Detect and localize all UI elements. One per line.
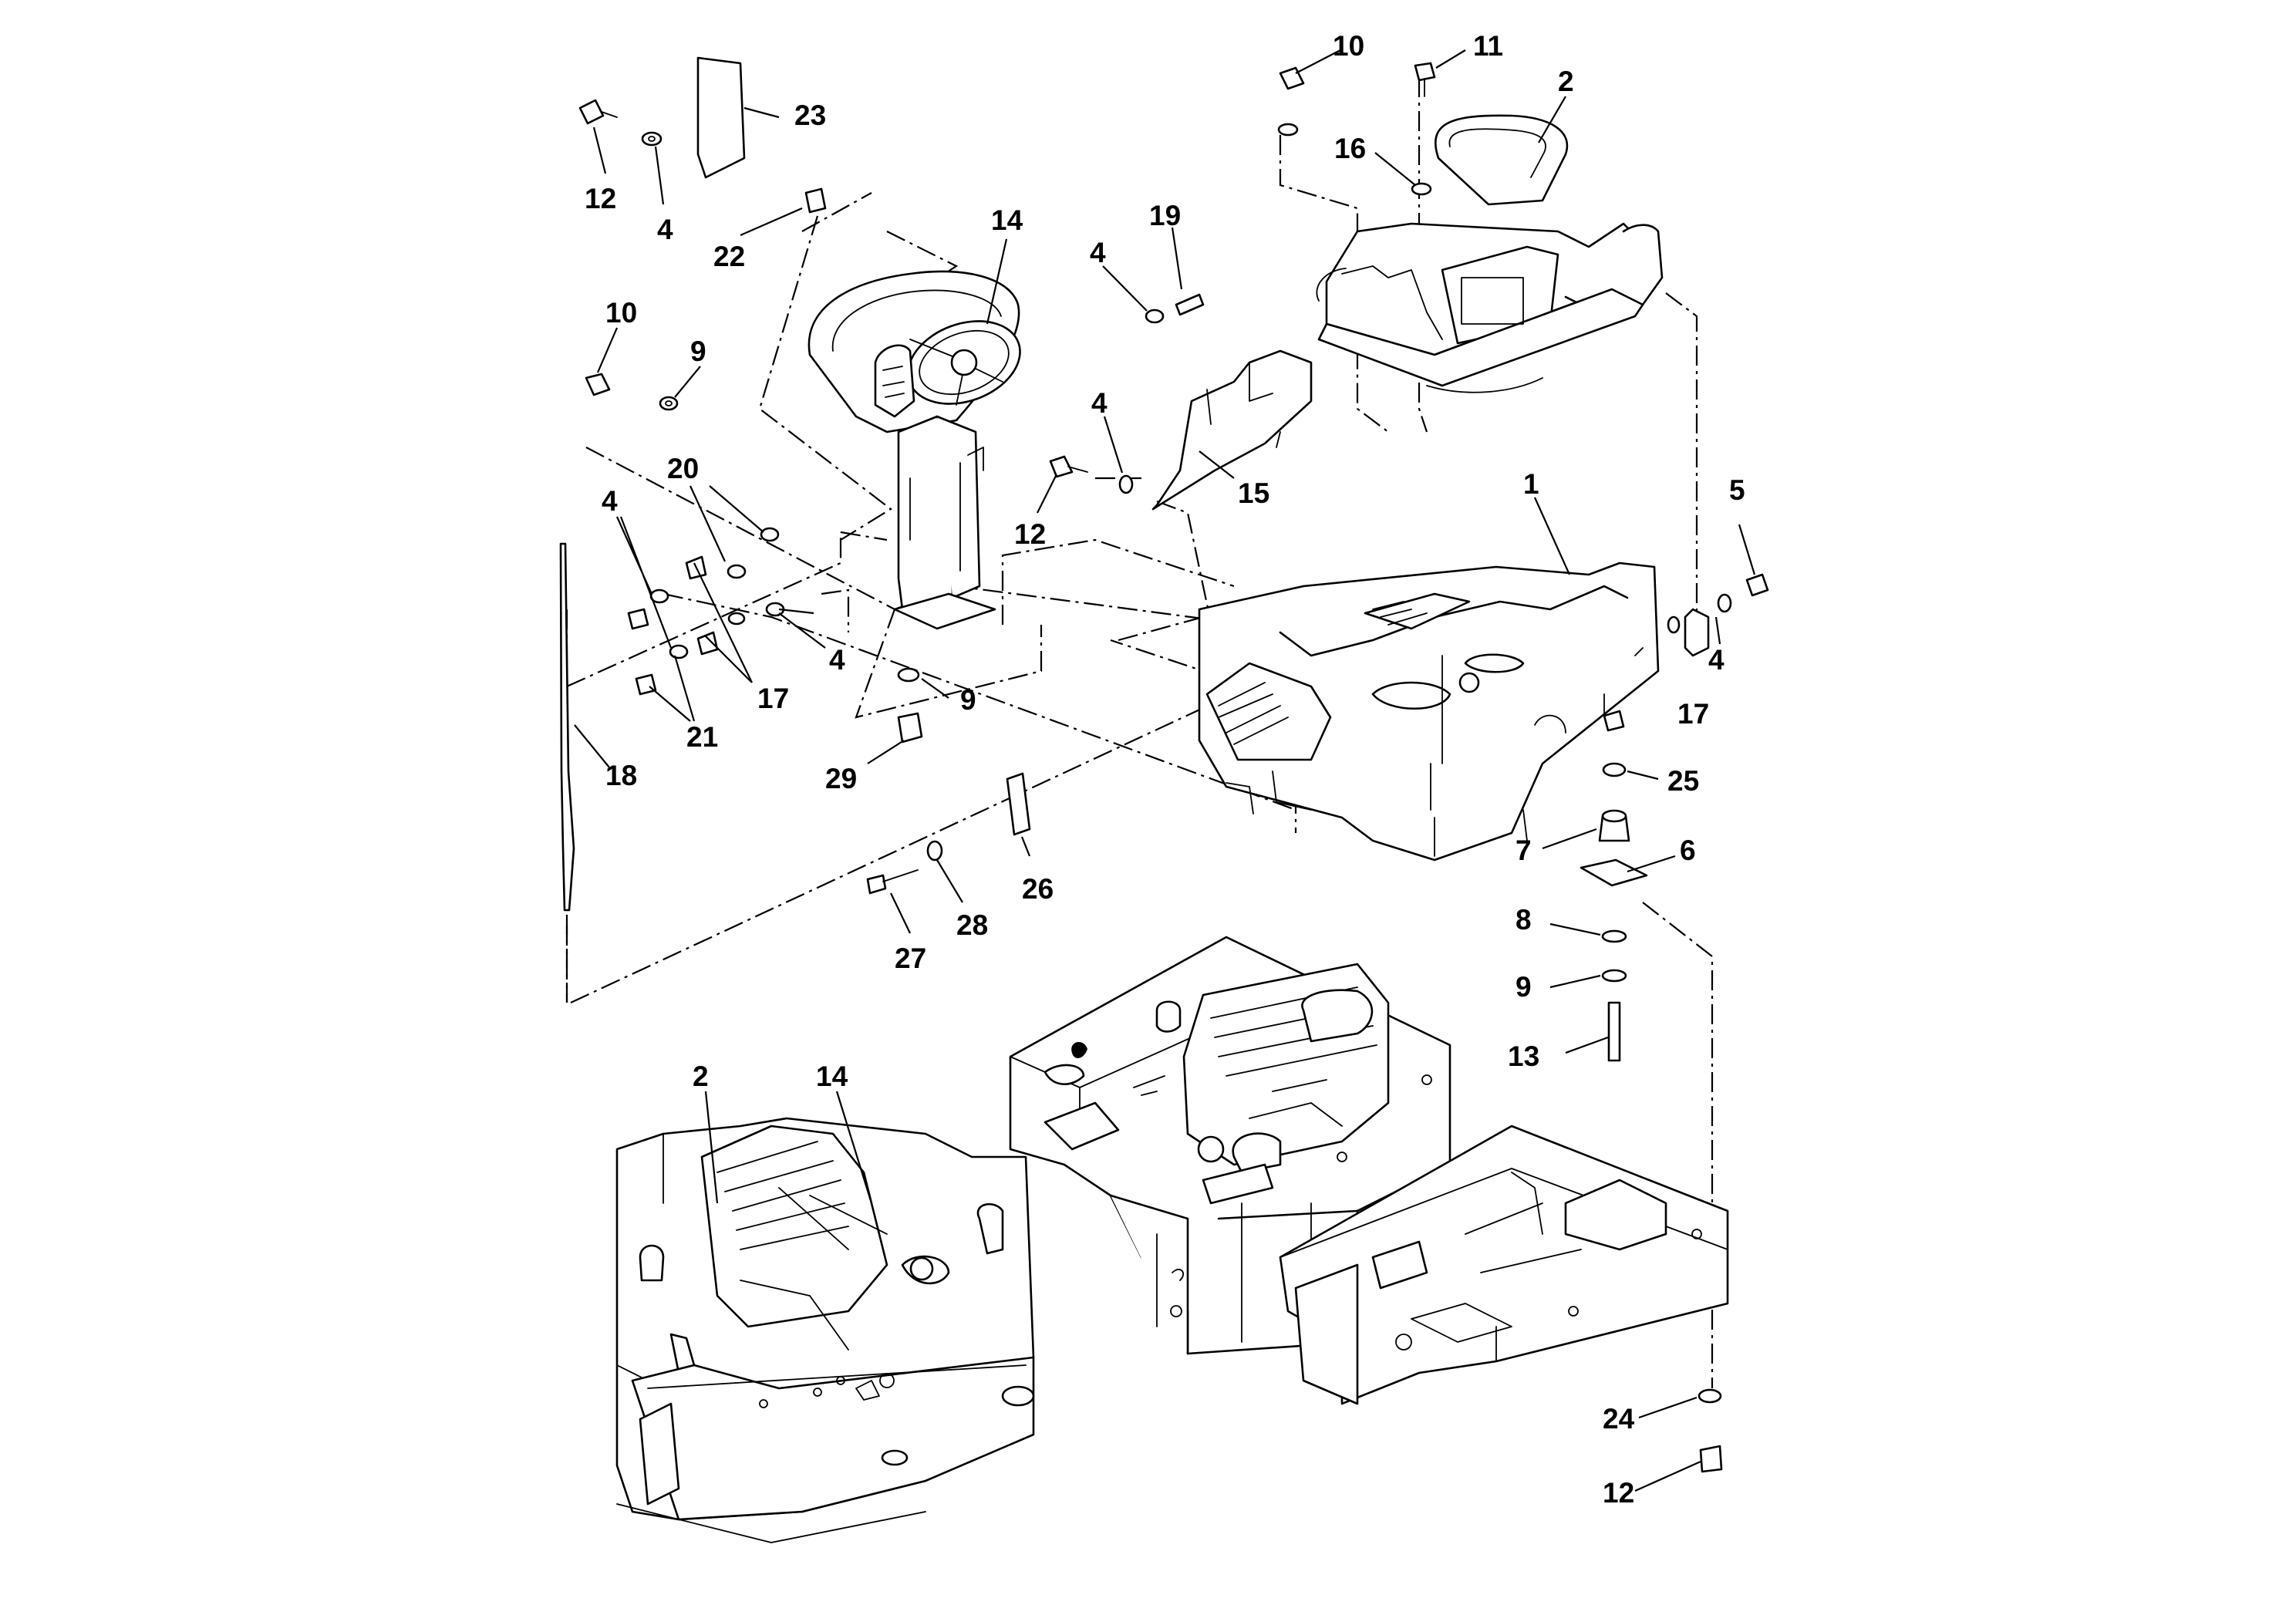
console-housing — [1198, 561, 1660, 862]
callout-1: 1 — [1523, 468, 1539, 500]
callout-4-panel: 4 — [1091, 387, 1108, 419]
callout-12-top-left: 12 — [585, 183, 616, 214]
callout-28: 28 — [956, 909, 988, 941]
callout-10-left: 10 — [605, 297, 637, 329]
callout-29: 29 — [825, 763, 857, 794]
callout-4-stack-left: 4 — [602, 485, 618, 517]
cover-plate — [696, 56, 746, 179]
callout-21: 21 — [686, 721, 718, 753]
callout-2-seat: 2 — [1558, 66, 1574, 97]
callout-15: 15 — [1238, 477, 1269, 509]
callout-2-detail: 2 — [693, 1061, 709, 1092]
callout-9-column: 9 — [960, 684, 976, 716]
callout-14-detail: 14 — [816, 1061, 848, 1092]
engine-detail-view — [615, 1117, 1035, 1543]
callout-22: 22 — [713, 241, 745, 272]
callout-23: 23 — [794, 99, 826, 131]
callout-16: 16 — [1334, 133, 1366, 164]
callout-labels: 10 11 2 16 23 12 4 22 14 4 19 10 9 4 15 … — [585, 30, 1745, 1509]
operator-seat — [1316, 114, 1664, 393]
callout-7: 7 — [1515, 835, 1532, 866]
callout-11-top: 11 — [1473, 30, 1503, 62]
callout-8: 8 — [1515, 904, 1532, 936]
callout-6: 6 — [1680, 835, 1696, 866]
callout-20: 20 — [667, 453, 699, 484]
callout-27: 27 — [895, 943, 926, 974]
callout-9-stack: 9 — [1515, 971, 1532, 1003]
callout-13: 13 — [1508, 1040, 1539, 1072]
fasteners — [559, 62, 1769, 1473]
steering-column — [807, 270, 1021, 630]
leader-lines — [574, 49, 1756, 1492]
callout-26: 26 — [1022, 873, 1054, 905]
callout-4-top-left: 4 — [657, 214, 673, 245]
callout-9-left: 9 — [690, 336, 706, 367]
callout-17-right: 17 — [1677, 698, 1709, 730]
callout-19: 19 — [1149, 200, 1181, 231]
lower-tray — [1279, 1125, 1729, 1405]
callout-12-bottom: 12 — [1603, 1477, 1634, 1509]
side-panel — [1151, 349, 1313, 511]
callout-17-left: 17 — [757, 683, 789, 714]
callout-4-column: 4 — [1090, 237, 1106, 268]
callout-4-right: 4 — [1708, 644, 1725, 676]
callout-5: 5 — [1729, 474, 1745, 506]
callout-12-panel: 12 — [1014, 518, 1046, 550]
callout-4-stack-right: 4 — [829, 644, 845, 676]
callout-18: 18 — [605, 760, 637, 791]
callout-10-top: 10 — [1333, 30, 1364, 62]
callout-25: 25 — [1667, 765, 1699, 797]
callout-24: 24 — [1603, 1403, 1635, 1435]
callout-14-steering: 14 — [991, 204, 1023, 236]
